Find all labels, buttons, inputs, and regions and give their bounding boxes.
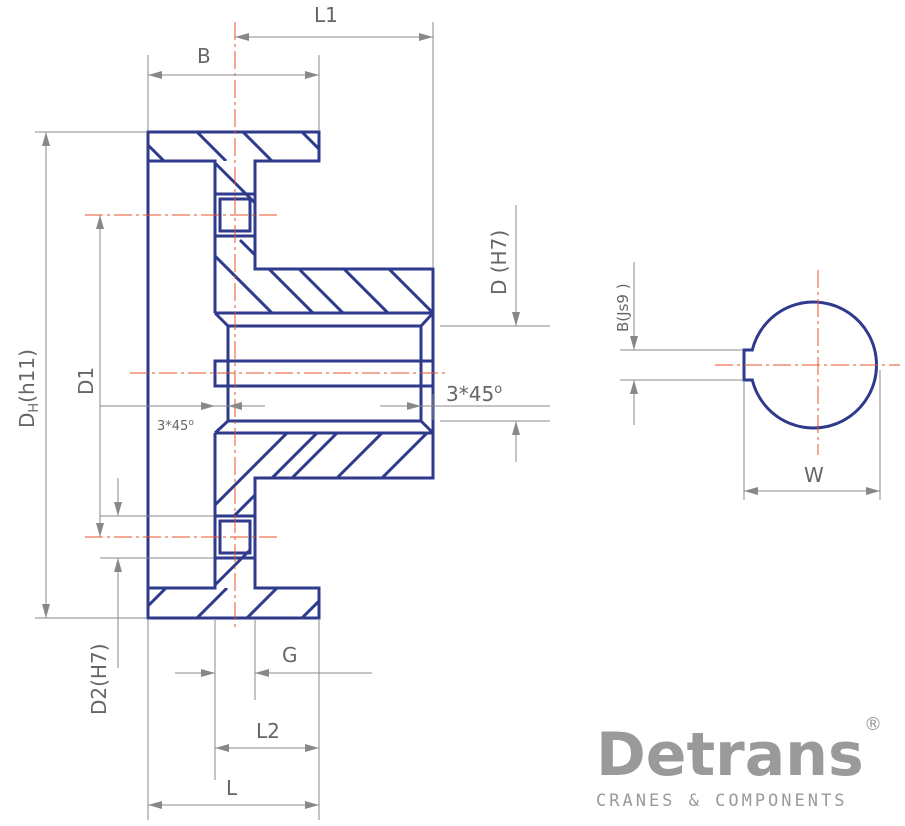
logo-tagline: CRANES & COMPONENTS xyxy=(596,791,847,811)
dim-label-W: W xyxy=(804,463,824,487)
hatch-lower-hub xyxy=(215,433,433,516)
centerlines xyxy=(85,22,445,630)
dim-label-D-H7: D (H7) xyxy=(487,230,511,295)
web-edges xyxy=(213,236,257,516)
shaft-profile-with-keyway xyxy=(742,300,878,430)
logo-wordmark: Detrans xyxy=(596,720,864,790)
dim-label-L1: L1 xyxy=(314,3,338,27)
dim-label-G: G xyxy=(282,643,298,667)
bore-inner-upper xyxy=(213,311,435,328)
chamfer-label-large: 3*45o xyxy=(446,382,502,406)
web-upper-between xyxy=(213,161,257,194)
dim-label-L: L xyxy=(226,776,238,800)
hatch-upper-hub xyxy=(215,238,433,313)
flange-inner-edge xyxy=(148,159,217,590)
shaft-end-view: B(Js9 ) W xyxy=(614,262,900,500)
dim-label-D1: D1 xyxy=(74,367,98,395)
chamfer-label-small: 3*45o xyxy=(157,418,194,434)
hatch-top-flange xyxy=(148,132,319,161)
detrans-logo: Detrans ® CRANES & COMPONENTS xyxy=(596,714,882,811)
dim-label-DH: DH(h11) xyxy=(15,349,42,428)
dim-label-L2: L2 xyxy=(256,719,280,743)
hub-outer-contour xyxy=(146,130,435,620)
dim-label-D2-H7: D2(H7) xyxy=(87,644,111,716)
dim-label-B: B xyxy=(197,44,211,68)
hatch-web-lower xyxy=(213,548,252,587)
hatch-bottom-flange xyxy=(148,588,319,618)
hub-cross-section xyxy=(146,130,435,620)
logo-registered-mark: ® xyxy=(864,714,882,735)
dimensions: L1 B DH(h11) D1 D (H7) 3*45o xyxy=(15,3,550,820)
bore-inner-lower xyxy=(213,419,435,435)
dim-label-B-Js9: B(Js9 ) xyxy=(614,283,632,332)
